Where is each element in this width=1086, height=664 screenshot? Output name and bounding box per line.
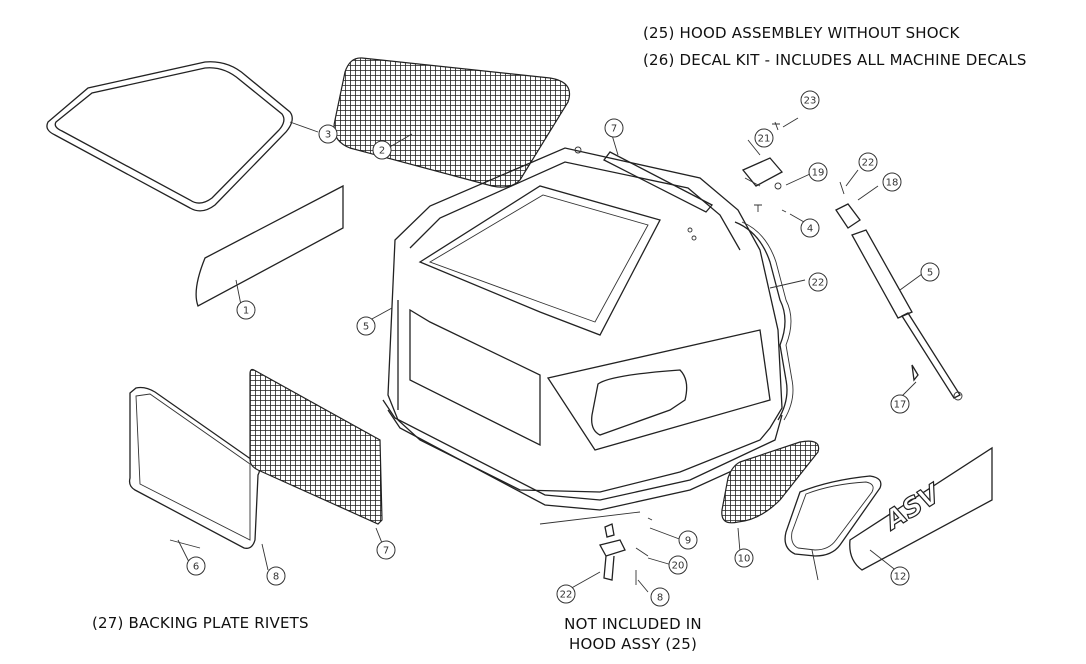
- part-callout-circle: [808, 272, 828, 292]
- part-callout-number: 21: [758, 134, 771, 145]
- hood-body: [382, 146, 783, 511]
- part-callout-circle: [266, 566, 286, 586]
- part-callout-circle: [376, 540, 396, 560]
- part-callout: 3: [318, 124, 338, 144]
- part-callout-number: 8: [273, 572, 279, 583]
- part-callout: 18: [882, 172, 902, 192]
- part-callout-number: 5: [927, 268, 933, 279]
- part-callout: 4: [800, 218, 820, 238]
- part-callout-circle: [734, 548, 754, 568]
- part-callout-circle: [890, 566, 910, 586]
- side-seal-strip: [734, 221, 788, 421]
- part-callout-number: 12: [894, 572, 907, 583]
- part-callout-number: 20: [672, 561, 685, 572]
- part-callout: 9: [678, 530, 698, 550]
- part-callout: 22: [808, 272, 828, 292]
- part-callout: 7: [376, 540, 396, 560]
- hinge-strip: [603, 151, 714, 213]
- part-callout: 5: [920, 262, 940, 282]
- part-callout-number: 3: [325, 130, 331, 141]
- part-callout-number: 7: [383, 546, 389, 557]
- note-backing-plate-rivets: (27) BACKING PLATE RIVETS: [92, 614, 309, 632]
- part-callout-number: 7: [611, 124, 617, 135]
- part-callout-number: 22: [560, 590, 573, 601]
- top-window-seal: [46, 61, 293, 212]
- part-callout-circle: [890, 394, 910, 414]
- note-not-included: NOT INCLUDED IN HOOD ASSY (25): [548, 614, 718, 654]
- part-callout-circle: [650, 587, 670, 607]
- part-callout: 8: [266, 566, 286, 586]
- part-callout: 6: [186, 556, 206, 576]
- part-callout-circle: [356, 316, 376, 336]
- part-callout-number: 1: [243, 306, 249, 317]
- part-callout: 23: [800, 90, 820, 110]
- part-callout-number: 22: [862, 158, 875, 169]
- part-callout: 17: [890, 394, 910, 414]
- part-callout-circle: [372, 140, 392, 160]
- part-callout: 22: [858, 152, 878, 172]
- note-not-included-line1: NOT INCLUDED IN: [564, 615, 702, 633]
- part-callout: 19: [808, 162, 828, 182]
- part-callout-circle: [556, 584, 576, 604]
- part-callout-number: 9: [685, 536, 691, 547]
- part-callout-number: 17: [894, 400, 907, 411]
- part-callout-circle: [858, 152, 878, 172]
- part-callout: 2: [372, 140, 392, 160]
- part-callout-circle: [800, 90, 820, 110]
- part-callout: 21: [754, 128, 774, 148]
- part-callout: 8: [650, 587, 670, 607]
- part-callout-number: 6: [193, 562, 199, 573]
- part-callout: 5: [356, 316, 376, 336]
- part-callout-circle: [236, 300, 256, 320]
- lower-hardware: [539, 511, 653, 585]
- left-window-seal: [128, 386, 261, 549]
- part-callout: 10: [734, 548, 754, 568]
- left-mesh-screen: [249, 368, 383, 525]
- part-callout-number: 8: [657, 593, 663, 604]
- top-decal: [195, 184, 344, 307]
- part-callout: 12: [890, 566, 910, 586]
- note-decal-kit: (26) DECAL KIT - INCLUDES ALL MACHINE DE…: [643, 51, 1027, 69]
- top-mesh-screen: [333, 57, 571, 188]
- part-callout-number: 23: [804, 96, 817, 107]
- part-callout-number: 5: [363, 322, 369, 333]
- part-callout-circle: [318, 124, 338, 144]
- part-callout: 20: [668, 555, 688, 575]
- part-callout-circle: [604, 118, 624, 138]
- latch-bracket: [741, 157, 784, 187]
- part-callout-number: 22: [812, 278, 825, 289]
- side-decal: ASV: [849, 446, 993, 571]
- part-callout-number: 19: [812, 168, 825, 179]
- part-callout-number: 10: [738, 554, 751, 565]
- part-callout-circle: [800, 218, 820, 238]
- part-callout-number: 2: [379, 146, 385, 157]
- right-mesh-screen: [721, 440, 820, 524]
- part-callout-circle: [808, 162, 828, 182]
- part-callout-circle: [668, 555, 688, 575]
- part-callout-circle: [678, 530, 698, 550]
- part-callout-number: 4: [807, 224, 813, 235]
- right-window-seal: [784, 475, 882, 557]
- note-hood-assembly: (25) HOOD ASSEMBLEY WITHOUT SHOCK: [643, 24, 960, 42]
- decal-logo: ASV: [878, 478, 947, 537]
- part-callout: 22: [556, 584, 576, 604]
- part-callout: 1: [236, 300, 256, 320]
- part-callout-circle: [754, 128, 774, 148]
- part-callout-circle: [920, 262, 940, 282]
- part-callout-circle: [882, 172, 902, 192]
- note-not-included-line2: HOOD ASSY (25): [568, 635, 698, 653]
- part-callout-circle: [186, 556, 206, 576]
- gas-shock: [835, 203, 963, 401]
- part-callout-number: 18: [886, 178, 899, 189]
- part-callout: 7: [604, 118, 624, 138]
